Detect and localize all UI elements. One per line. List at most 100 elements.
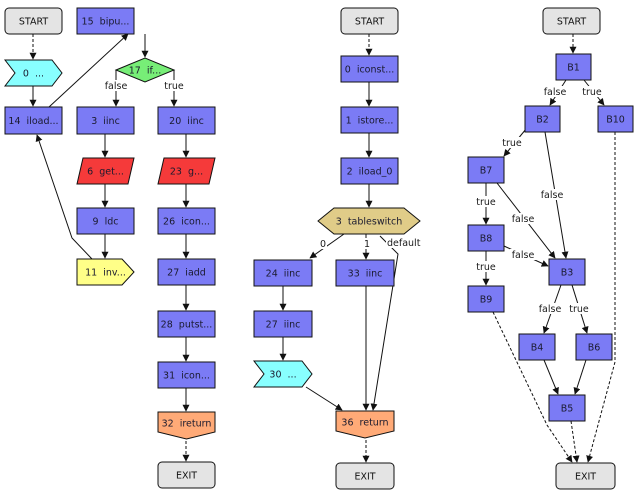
terminal-shape — [542, 7, 601, 35]
node-block[interactable]: 9 ldc — [76, 207, 135, 235]
node-label: 27 iadd — [167, 268, 206, 279]
node-label: 3 tableswitch — [336, 217, 402, 228]
node-label: B6 — [588, 343, 601, 354]
node-block[interactable]: B10 — [597, 105, 634, 133]
node-block[interactable]: B6 — [575, 333, 613, 361]
edge-label-bg — [161, 80, 187, 91]
node-block[interactable]: B4 — [518, 333, 556, 361]
block-shape — [548, 394, 586, 422]
edge-label-bg — [473, 261, 499, 272]
node-label: 32 ireturn — [162, 419, 212, 430]
node-block[interactable]: B3 — [548, 258, 586, 286]
jump-shape — [3, 59, 63, 87]
node-block[interactable]: 15 bipu... — [76, 7, 135, 35]
edge-label-bg — [473, 196, 499, 207]
node-label: 6 get... — [87, 167, 124, 178]
exit-node[interactable]: EXIT — [335, 462, 395, 490]
node-block[interactable]: 27 iadd — [157, 258, 216, 286]
node-label: 33 iinc — [348, 269, 383, 280]
node-block[interactable]: 20 iinc — [157, 106, 216, 135]
block-shape — [253, 310, 313, 338]
block-shape — [548, 258, 586, 286]
node-return[interactable]: 32 ireturn — [157, 411, 216, 440]
node-field[interactable]: 6 get... — [76, 157, 135, 185]
node-condition[interactable]: 17 if... — [114, 57, 176, 83]
node-label: 26 icon... — [163, 217, 210, 228]
condition-shape — [114, 57, 176, 83]
block-shape — [555, 53, 592, 81]
edge-label-bg — [319, 238, 327, 249]
exit-node[interactable]: EXIT — [555, 462, 616, 490]
edge-label: false — [544, 87, 567, 98]
node-block[interactable]: B7 — [467, 156, 505, 184]
node-block[interactable]: B9 — [467, 285, 505, 313]
node-label: START — [355, 17, 385, 28]
edge-label: false — [512, 214, 535, 225]
node-block[interactable]: 33 iinc — [335, 259, 395, 287]
edge-label: true — [476, 197, 496, 208]
node-label: B9 — [480, 295, 493, 306]
node-block[interactable]: 3 iinc — [76, 106, 135, 135]
node-label: B4 — [531, 343, 544, 354]
node-label: B8 — [480, 234, 493, 245]
edge-arrow — [35, 134, 93, 260]
node-label: 24 iinc — [266, 269, 301, 280]
switch-shape — [317, 207, 421, 235]
node-label: 31 icon... — [163, 371, 210, 382]
node-label: 0 iconst... — [345, 65, 395, 76]
node-label: EXIT — [575, 472, 596, 483]
exit-node[interactable]: EXIT — [157, 461, 216, 489]
node-block[interactable]: 2 iload_0 — [340, 157, 399, 185]
block-shape — [340, 157, 399, 185]
edge-label: false — [512, 250, 535, 261]
node-block[interactable]: 26 icon... — [157, 207, 216, 235]
node-label: 9 ldc — [93, 217, 119, 228]
start-node[interactable]: START — [4, 7, 63, 35]
node-label: 30 ... — [269, 370, 296, 381]
block-shape — [467, 285, 505, 313]
node-field[interactable]: 23 g... — [157, 157, 216, 185]
node-block[interactable]: 27 iinc — [253, 310, 313, 338]
node-label: 1 istore... — [346, 116, 394, 127]
node-block[interactable]: 1 istore... — [340, 106, 399, 134]
node-block[interactable]: 28 putst... — [157, 310, 216, 338]
start-node[interactable]: START — [340, 7, 399, 35]
field-shape — [76, 157, 135, 185]
node-block[interactable]: B5 — [548, 394, 586, 422]
node-block[interactable]: 24 iinc — [253, 259, 313, 287]
start-node[interactable]: START — [542, 7, 601, 35]
node-block[interactable]: 0 iconst... — [340, 55, 399, 83]
edge-label-bg — [499, 137, 525, 148]
node-label: START — [557, 17, 587, 28]
node-switch[interactable]: 3 tableswitch — [317, 207, 421, 235]
node-block[interactable]: 14 iload... — [4, 106, 63, 135]
node-label: 27 iinc — [266, 320, 301, 331]
block-shape — [253, 259, 313, 287]
block-shape — [340, 55, 399, 83]
node-label: B10 — [606, 115, 625, 126]
node-block[interactable]: B8 — [467, 224, 505, 252]
edge-label-bg — [542, 86, 568, 97]
node-invoke[interactable]: 11 inv... — [76, 258, 135, 286]
block-shape — [335, 259, 395, 287]
node-block[interactable]: 31 icon... — [157, 361, 216, 389]
block-shape — [518, 333, 556, 361]
node-label: 3 iinc — [91, 116, 120, 127]
node-jump[interactable]: 0 ... — [3, 59, 63, 87]
node-label: B3 — [561, 268, 574, 279]
block-shape — [76, 7, 135, 35]
node-jump[interactable]: 30 ... — [252, 360, 313, 388]
node-block[interactable]: B2 — [524, 105, 561, 133]
block-shape — [597, 105, 634, 133]
edge-label-bg — [386, 237, 424, 248]
block-shape — [524, 105, 561, 133]
edge-label: true — [164, 81, 184, 92]
block-shape — [76, 106, 135, 135]
node-label: 17 if... — [129, 66, 161, 77]
edge-arrow — [543, 359, 559, 395]
node-block[interactable]: B1 — [555, 53, 592, 81]
nodes-layer: START 0 ... 14 iload... 15 bipu... 17 if... 3… — [3, 7, 634, 490]
node-return[interactable]: 36 return — [335, 410, 395, 439]
